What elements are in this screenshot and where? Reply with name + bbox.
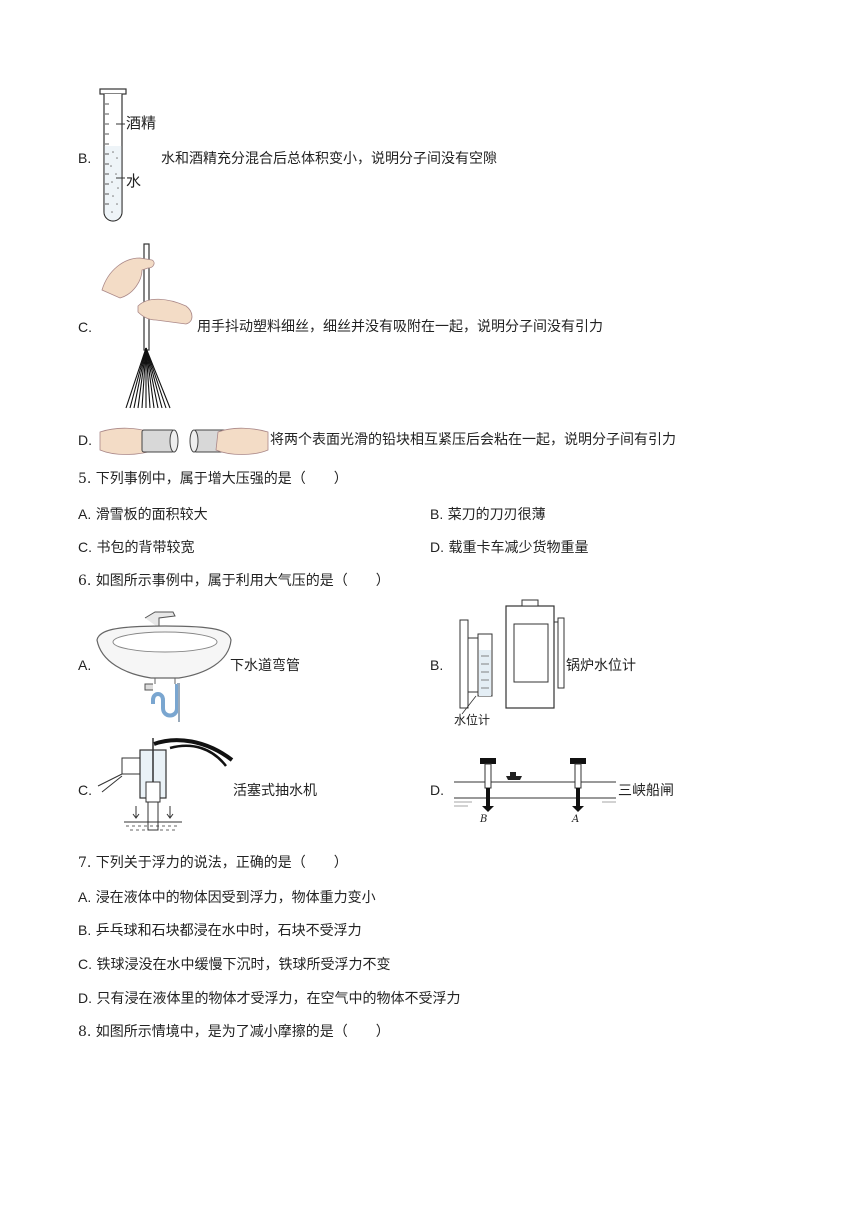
q7-option-a: A. 浸在液体中的物体因受到浮力，物体重力变小 (78, 888, 376, 907)
q5-option-d: D. 载重卡车减少货物重量 (430, 538, 588, 557)
q5-option-d-letter: D. (430, 539, 444, 555)
q7-option-d-letter: D. (78, 990, 92, 1006)
q4-option-c-letter: C. (78, 319, 92, 335)
q6-option-d-text: 三峡船闸 (618, 783, 674, 799)
q6-option-a-letter: A. (78, 657, 92, 673)
q7-option-b-letter: B. (78, 922, 92, 938)
q6-option-b-text: 锅炉水位计 (566, 658, 636, 674)
alcohol-label: 酒精 (126, 114, 157, 132)
q5-stem: 5. 下列事例中，属于增大压强的是（ ） (78, 471, 348, 487)
q5-option-b: B. 菜刀的刀刃很薄 (430, 505, 546, 524)
q6-option-a-text: 下水道弯管 (230, 658, 300, 674)
q7-option-a-letter: A. (78, 889, 92, 905)
q7-option-a-text: 浸在液体中的物体因受到浮力，物体重力变小 (95, 890, 376, 906)
q7-option-c-letter: C. (78, 956, 92, 972)
q5-option-a-text: 滑雪板的面积较大 (95, 507, 208, 523)
q7-option-d: D. 只有浸在液体里的物体才受浮力，在空气中的物体不受浮力 (78, 989, 460, 1008)
q7-option-c: C. 铁球浸没在水中缓慢下沉时，铁球所受浮力不变 (78, 955, 390, 974)
gate-a-label: A (572, 814, 580, 825)
q7-option-c-text: 铁球浸没在水中缓慢下沉时，铁球所受浮力不变 (96, 957, 391, 973)
boiler-water-gauge-figure (459, 599, 565, 715)
q8-stem: 8. 如图所示情境中，是为了减小摩擦的是（ ） (78, 1024, 390, 1040)
q6-option-d-letter: D. (430, 782, 444, 798)
q7-option-d-text: 只有浸在液体里的物体才受浮力，在空气中的物体不受浮力 (96, 991, 461, 1007)
q6-option-c-letter: C. (78, 782, 92, 798)
water-gauge-label: 水位计 (454, 713, 491, 727)
q6-option-b-letter: B. (430, 657, 444, 673)
water-label: 水 (126, 172, 142, 190)
q4-option-b-letter: B. (78, 150, 92, 166)
q7-stem: 7. 下列关于浮力的说法，正确的是（ ） (78, 855, 348, 871)
q7-option-b: B. 乒乓球和石块都浸在水中时，石块不受浮力 (78, 921, 362, 940)
q5-option-d-text: 载重卡车减少货物重量 (448, 540, 589, 556)
piston-pump-figure (97, 738, 234, 831)
q5-option-b-letter: B. (430, 506, 444, 522)
q7-option-b-text: 乒乓球和石块都浸在水中时，石块不受浮力 (95, 923, 362, 939)
gate-b-label: B (480, 814, 488, 825)
test-tube-figure (99, 88, 127, 222)
ship-lock-figure (454, 758, 616, 812)
q5-option-c: C. 书包的背带较宽 (78, 538, 194, 557)
sink-drain-figure (96, 611, 232, 722)
q4-option-c-text: 用手抖动塑料细丝，细丝并没有吸附在一起，说明分子间没有引力 (197, 319, 603, 335)
q5-option-a: A. 滑雪板的面积较大 (78, 505, 208, 524)
q5-option-c-text: 书包的背带较宽 (96, 540, 195, 556)
q4-option-d-text: 将两个表面光滑的铅块相互紧压后会粘在一起，说明分子间有引力 (270, 432, 676, 448)
q5-option-a-letter: A. (78, 506, 92, 522)
lead-blocks-figure (99, 427, 269, 455)
q4-option-d-letter: D. (78, 432, 92, 448)
q5-option-c-letter: C. (78, 539, 92, 555)
q6-stem: 6. 如图所示事例中，属于利用大气压的是（ ） (78, 573, 390, 589)
q5-option-b-text: 菜刀的刀刃很薄 (447, 507, 546, 523)
q6-option-c-text: 活塞式抽水机 (233, 783, 317, 799)
q4-option-b-text: 水和酒精充分混合后总体积变小，说明分子间没有空隙 (161, 151, 497, 167)
plastic-strings-figure (101, 243, 193, 409)
